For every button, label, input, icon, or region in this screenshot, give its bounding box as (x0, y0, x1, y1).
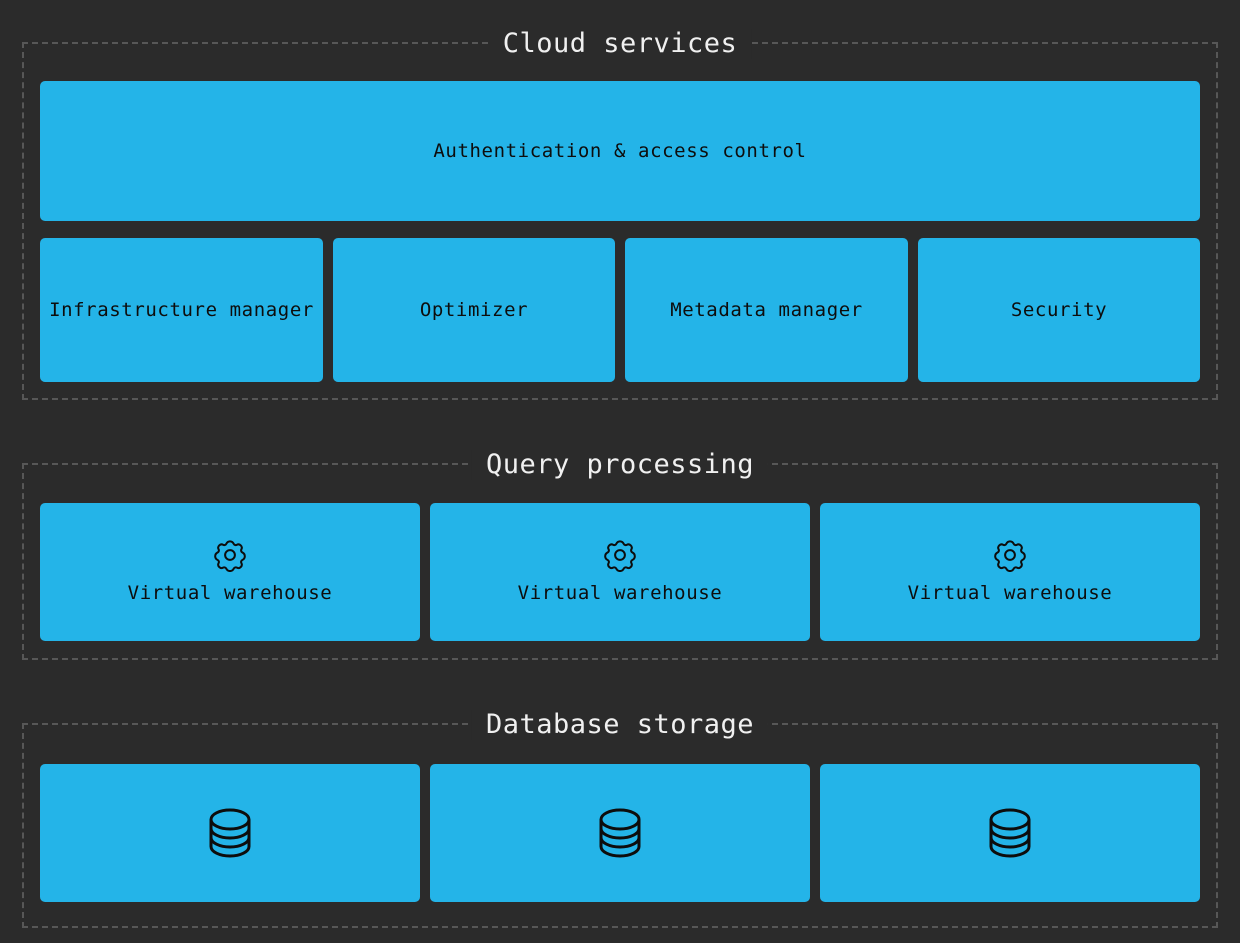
database-icon (986, 807, 1034, 859)
node-label: Authentication & access control (433, 140, 807, 162)
node-authentication-access-control[interactable]: Authentication & access control (40, 81, 1200, 221)
group-cloud-services: Cloud services (22, 29, 1218, 400)
node-database-storage-2[interactable] (430, 764, 810, 902)
node-label: Optimizer (419, 299, 529, 321)
group-title-cloud-services: Cloud services (488, 29, 752, 59)
gear-icon (213, 538, 247, 573)
node-label: Virtual warehouse (127, 582, 333, 604)
group-query-processing: Query processing (22, 450, 1218, 660)
node-database-storage-1[interactable] (40, 764, 420, 902)
node-virtual-warehouse-1[interactable]: Virtual warehouse (40, 503, 420, 641)
node-label: Virtual warehouse (517, 582, 723, 604)
node-metadata-manager[interactable]: Metadata manager (625, 238, 908, 382)
node-infrastructure-manager[interactable]: Infrastructure manager (40, 238, 323, 382)
group-database-storage: Database storage (22, 710, 1218, 928)
node-label: Metadata manager (670, 299, 863, 321)
node-label: Infrastructure manager (49, 299, 314, 321)
gear-icon (603, 538, 637, 573)
database-icon (596, 807, 644, 859)
node-optimizer[interactable]: Optimizer (333, 238, 615, 382)
node-virtual-warehouse-2[interactable]: Virtual warehouse (430, 503, 810, 641)
database-icon (206, 807, 254, 859)
node-security[interactable]: Security (918, 238, 1200, 382)
node-label: Virtual warehouse (907, 582, 1113, 604)
gear-icon (993, 538, 1027, 573)
node-database-storage-3[interactable] (820, 764, 1200, 902)
group-title-query-processing: Query processing (471, 450, 769, 480)
group-title-database-storage: Database storage (471, 710, 769, 740)
node-label: Security (1010, 299, 1108, 321)
node-virtual-warehouse-3[interactable]: Virtual warehouse (820, 503, 1200, 641)
